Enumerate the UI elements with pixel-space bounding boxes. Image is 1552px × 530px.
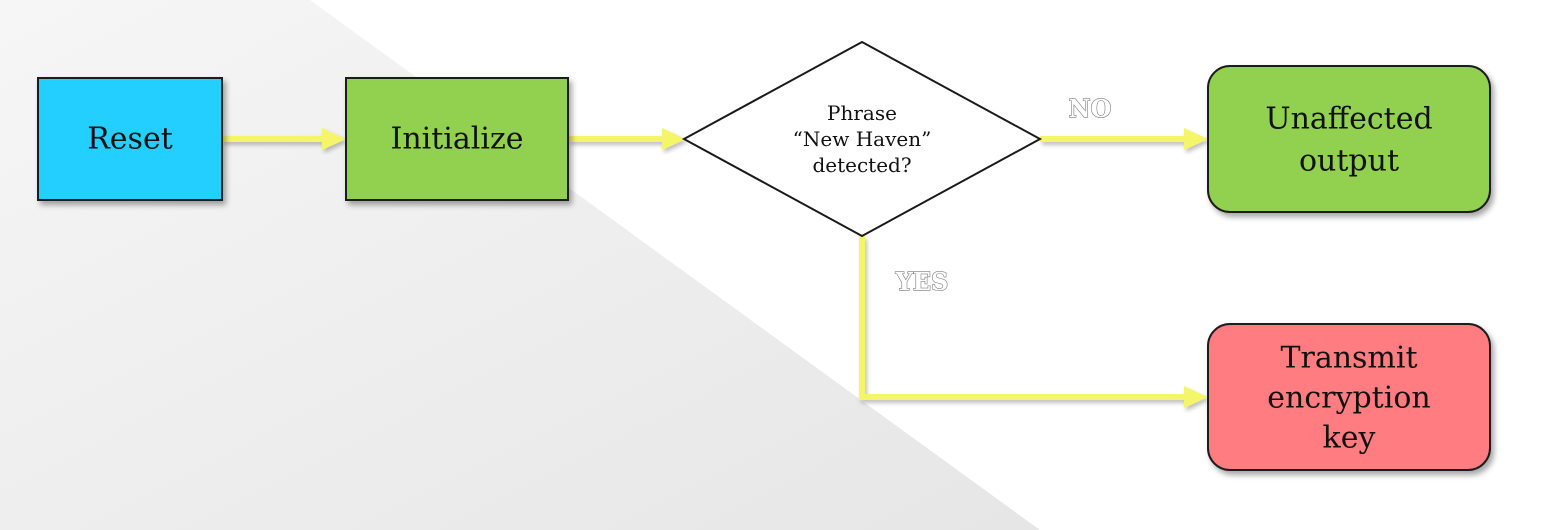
node-initialize: Initialize — [345, 77, 569, 201]
node-decision-label: Phrase“New Haven”detected? — [793, 101, 932, 177]
node-transmit-key-box — [1207, 323, 1491, 471]
branch-label-no: NO — [1069, 94, 1112, 123]
node-reset-box — [37, 77, 223, 201]
arrow-yes-branch — [859, 236, 1208, 408]
node-initialize-box — [345, 77, 569, 201]
background-band — [0, 0, 1040, 530]
node-decision-diamond — [681, 40, 1043, 238]
node-label-line: output — [1299, 144, 1399, 179]
arrow-initialize-to-decision — [568, 128, 686, 150]
connectors — [222, 128, 1208, 408]
arrow-no-branch — [1040, 128, 1208, 150]
node-label-line: Unaffected — [1265, 102, 1432, 137]
node-unaffected-output-label: Unaffected output — [1265, 102, 1432, 179]
node-decision: Phrase“New Haven”detected? — [681, 40, 1043, 238]
node-label-line: encryption — [1267, 381, 1430, 416]
node-reset-label: Reset — [87, 122, 173, 157]
node-label-line: key — [1323, 421, 1376, 456]
node-transmit-key: Transmit encryption key — [1207, 323, 1491, 471]
node-label-line: Transmit — [1280, 341, 1417, 376]
node-initialize-label: Initialize — [390, 122, 523, 157]
arrow-reset-to-initialize — [222, 128, 346, 150]
node-label-line: Phrase — [827, 101, 897, 125]
node-reset: Reset — [37, 77, 223, 201]
node-transmit-key-label: Transmit encryption key — [1267, 341, 1430, 456]
node-unaffected-output-box — [1207, 65, 1491, 213]
branch-label-yes: YES — [895, 267, 949, 296]
node-label-line: “New Haven” — [793, 127, 932, 151]
node-unaffected-output: Unaffected output — [1207, 65, 1491, 213]
node-label-line: detected? — [812, 153, 911, 177]
